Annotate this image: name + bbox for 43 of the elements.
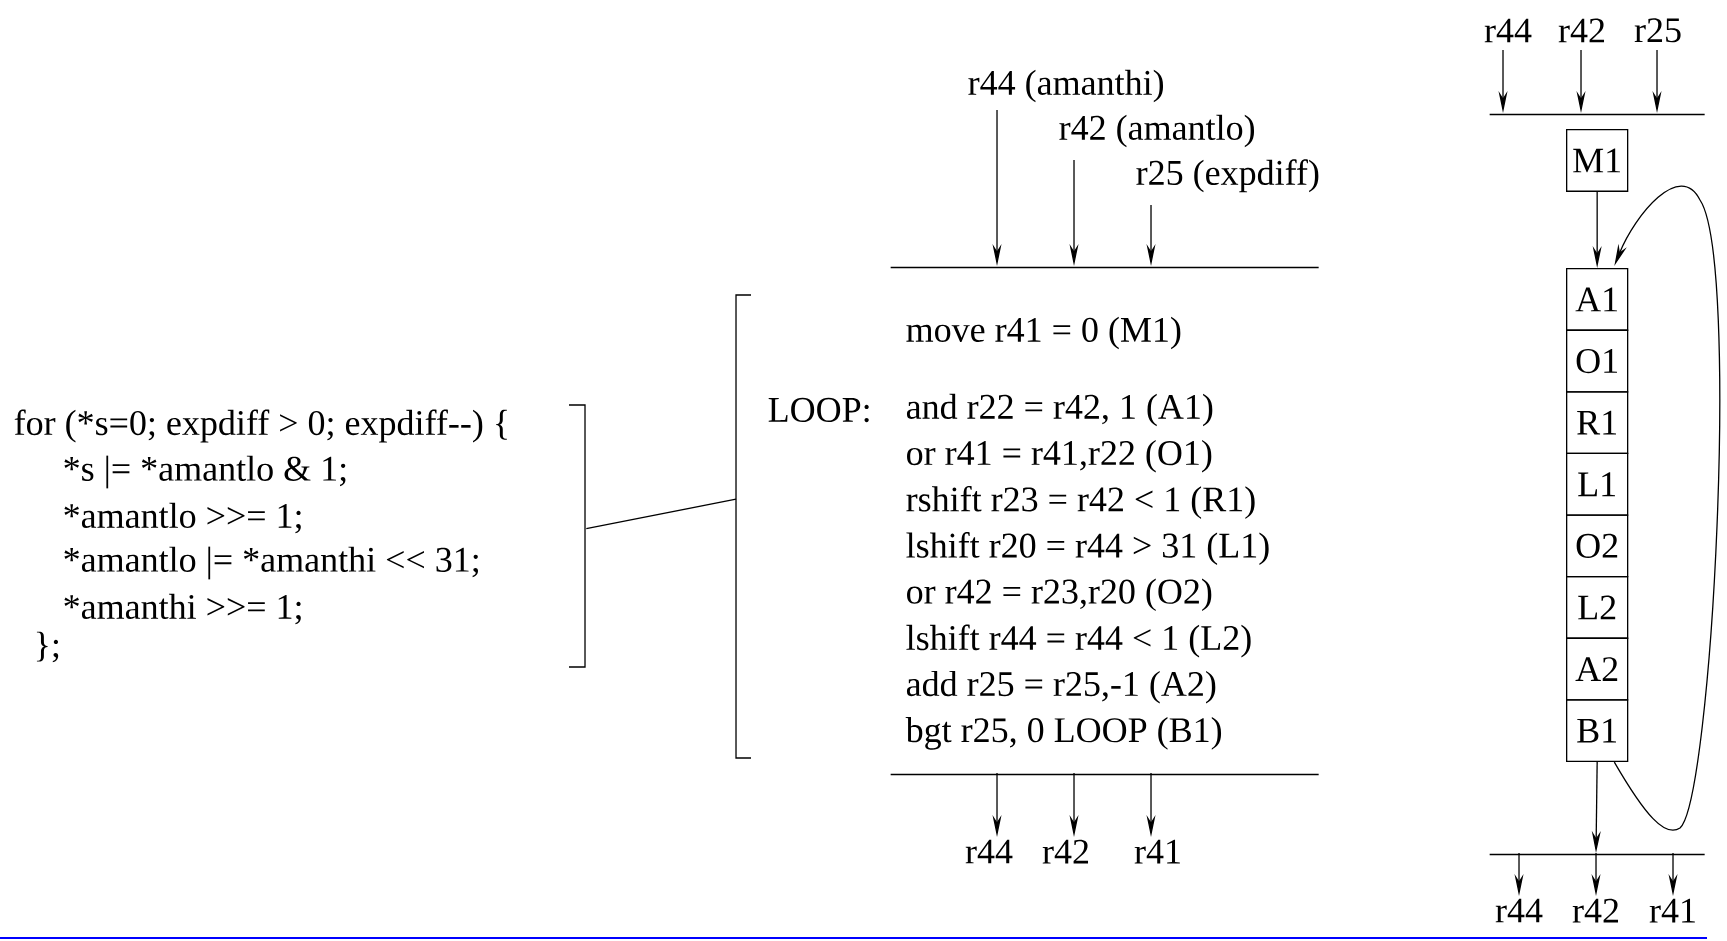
curved-arrow [1613,185,1721,831]
register-label: r42 [1042,839,1088,864]
code-line: lshift r44 = r44 < 1 (L2) [906,624,1251,658]
instruction-box: L1 [1566,452,1629,516]
instruction-box: A1 [1566,268,1629,331]
code-line: *amantlo >>= 1; [64,502,301,534]
code-line: or r41 = r41,r22 (O1) [907,439,1212,473]
bus-line [890,773,1319,776]
code-line: LOOP: [768,397,869,423]
code-line: or r42 = r23,r20 (O2) [907,578,1212,612]
register-label: r25 [1634,18,1681,43]
code-line: and r22 = r42, 1 (A1) [906,393,1213,427]
code-line: *amanthi >>= 1; [64,593,301,625]
register-label: r44 [1484,18,1532,43]
bus-line [1489,113,1705,116]
code-line: add r25 = r25,-1 (A2) [906,670,1216,704]
register-label: r41 [1134,839,1180,864]
bus-line [1489,853,1705,856]
code-line: lshift r20 = r44 > 31 (L1) [906,532,1269,566]
instruction-box: L2 [1566,576,1629,639]
code-line: }; [36,631,59,663]
code-line: *s |= *amantlo & 1; [64,455,346,489]
code-line: *amantlo |= *amanthi << 31; [64,546,478,580]
instruction-box: A2 [1566,637,1629,701]
register-label: r42 [1558,18,1604,43]
code-line: bgt r25, 0 LOOP (B1) [905,717,1222,750]
bus-line [890,266,1319,269]
connector-line [585,498,737,530]
register-label: r42 (amantlo) [1059,114,1254,148]
instruction-box: O2 [1566,514,1629,578]
instruction-box: R1 [1566,391,1629,455]
register-label: r25 (expdiff) [1136,159,1319,193]
register-label: r41 [1649,898,1695,923]
register-label: r44 (amanthi) [968,69,1163,103]
instruction-box: M1 [1566,129,1629,192]
register-label: r44 [965,839,1013,864]
code-line: for (*s=0; expdiff > 0; expdiff--) { [14,409,507,443]
code-line: move r41 = 0 (M1) [906,316,1181,350]
register-label: r44 [1495,898,1543,923]
code-line: rshift r23 = r42 < 1 (R1) [906,485,1255,519]
register-label: r42 [1572,898,1618,923]
instruction-box: B1 [1566,699,1629,763]
instruction-box: O1 [1566,329,1629,393]
